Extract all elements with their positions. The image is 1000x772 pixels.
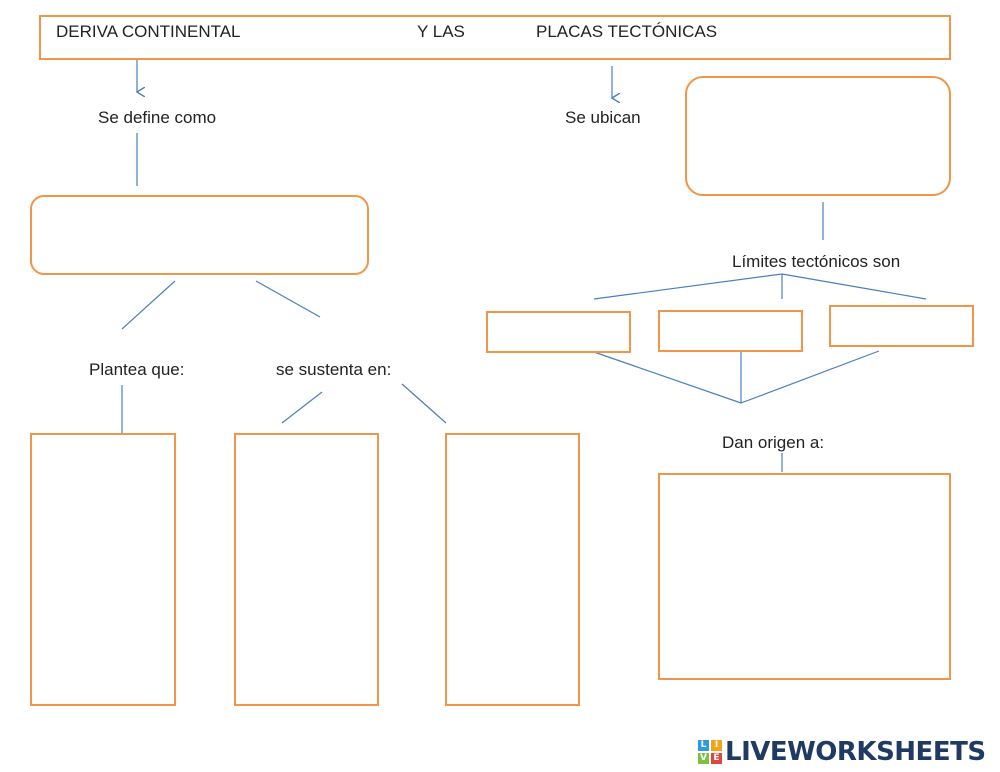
limit-box-2[interactable] [658,310,803,352]
label-limites-tectonicos: Límites tectónicos son [732,252,901,271]
label-se-define-como: Se define como [98,108,217,127]
label-se-ubican: Se ubican [565,108,641,127]
sustenta-box-1[interactable] [234,433,379,706]
line-box-to-plantea [121,280,176,330]
logo-tiles: L I V E [698,740,722,764]
liveworksheets-logo: L I V E LIVEWORKSHEETS [698,737,986,767]
label-plantea-que: Plantea que: [89,360,185,379]
logo-tile-e: E [711,753,722,764]
title-deriva-continental: DERIVA CONTINENTAL [56,22,241,41]
line-sustenta-left [281,391,323,424]
title-box [39,15,951,60]
title-placas-tectonicas: PLACAS TECTÓNICAS [536,22,718,41]
logo-text: LIVEWORKSHEETS [725,737,986,767]
definition-box[interactable] [30,195,369,275]
logo-tile-l: L [698,740,709,751]
title-y-las: Y LAS [417,22,465,41]
line-box-to-sustenta [255,280,321,318]
origin-box[interactable] [658,473,951,680]
line-sustenta-right [401,383,447,424]
label-dan-origen-a: Dan origen a: [722,433,825,452]
plantea-box[interactable] [30,433,176,706]
label-se-sustenta-en: se sustenta en: [276,360,392,379]
line-box3-to-origin [740,350,880,404]
sustenta-box-2[interactable] [445,433,580,706]
logo-tile-i: I [711,740,722,751]
location-box[interactable] [685,76,951,196]
line-limites-right [781,273,927,300]
line-limites-left [593,273,783,300]
limit-box-3[interactable] [829,305,974,347]
logo-tile-v: V [698,753,709,764]
limit-box-1[interactable] [486,311,631,353]
line-box1-to-origin [593,351,742,404]
